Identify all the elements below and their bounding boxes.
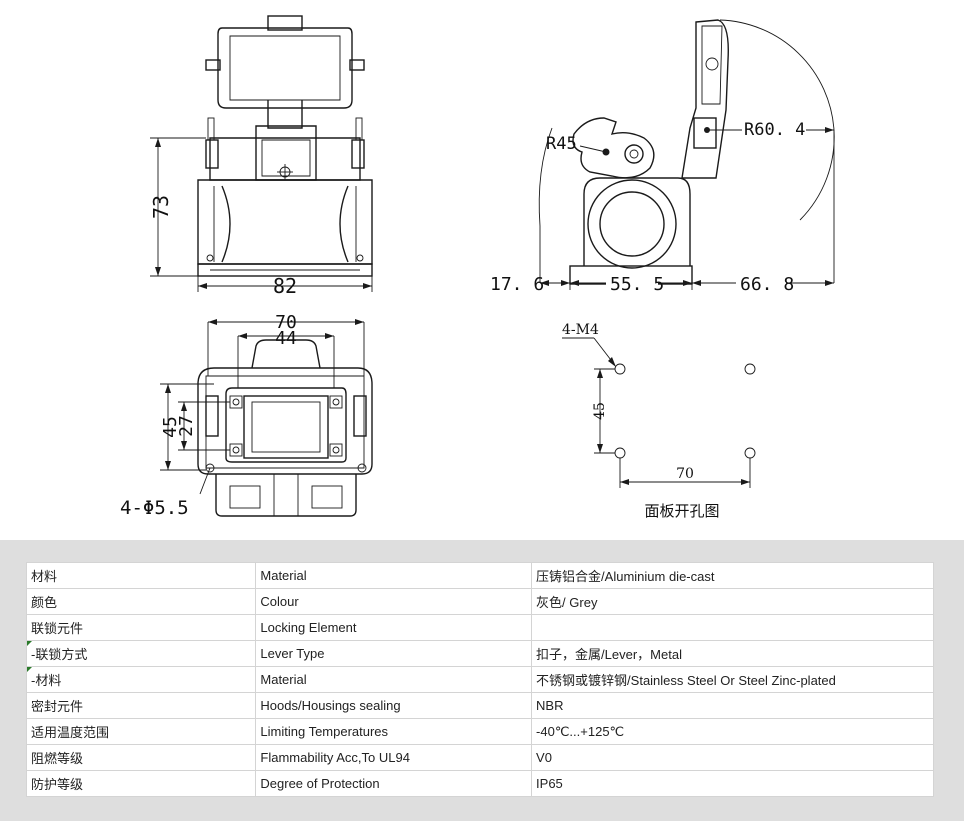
cutout-caption: 面板开孔图 bbox=[644, 502, 719, 520]
spec-cell-zh: 防护等级 bbox=[25, 770, 257, 797]
spec-cell-en: Colour bbox=[255, 588, 533, 615]
spec-cell-zh: 适用温度范围 bbox=[25, 718, 257, 745]
spec-cell-value: V0 bbox=[531, 744, 934, 771]
front-height-dim: 73 bbox=[149, 195, 173, 219]
spec-cell-value: IP65 bbox=[531, 770, 934, 797]
spec-cell-value: 扣子，金属/Lever，Metal bbox=[531, 640, 934, 667]
cutout-vertical-dim: 45 bbox=[592, 402, 608, 420]
spec-cell-value: 压铸铝合金/Aluminium die-cast bbox=[531, 562, 934, 589]
spec-cell-value bbox=[531, 614, 934, 641]
side-r45-label: R45 bbox=[546, 134, 577, 154]
side-view: R45 R60. 4 17. 6 55. 5 66. 8 bbox=[484, 19, 835, 295]
spec-cell-en: Lever Type bbox=[255, 640, 533, 667]
side-center-dim: 55. 5 bbox=[610, 274, 664, 295]
spec-cell-value: -40℃...+125℃ bbox=[531, 718, 934, 745]
spec-cell-en: Degree of Protection bbox=[255, 770, 533, 797]
spec-cell-value: NBR bbox=[531, 692, 934, 719]
spec-cell-en: Hoods/Housings sealing bbox=[255, 692, 533, 719]
spec-cell-zh: 联锁元件 bbox=[25, 614, 257, 641]
top-outer-width-dim: 70 bbox=[275, 312, 297, 333]
front-view: 73 82 bbox=[149, 15, 373, 298]
spec-cell-en: Locking Element bbox=[255, 614, 533, 641]
spec-cell-en: Material bbox=[255, 562, 533, 589]
spec-cell-zh: 密封元件 bbox=[25, 692, 257, 719]
technical-drawing: 73 82 R45 R60 bbox=[120, 15, 835, 520]
spec-cell-en: Flammability Acc,To UL94 bbox=[255, 744, 533, 771]
top-inner-height-dim: 27 bbox=[176, 415, 197, 437]
cutout-horizontal-dim: 70 bbox=[676, 466, 694, 482]
front-width-dim: 82 bbox=[273, 274, 297, 298]
cutout-thread-note: 4-M4 bbox=[562, 322, 599, 338]
top-outer-height-dim: 45 bbox=[160, 416, 181, 438]
top-view: 70 44 45 27 4-Φ5.5 bbox=[120, 312, 373, 519]
top-holes-note: 4-Φ5.5 bbox=[120, 497, 189, 519]
spec-cell-value: 不锈钢或镀锌钢/Stainless Steel Or Steel Zinc-pl… bbox=[531, 666, 934, 693]
side-r60-label: R60. 4 bbox=[744, 120, 805, 140]
side-right-dim: 66. 8 bbox=[740, 274, 794, 295]
spec-cell-zh: 阻燃等级 bbox=[25, 744, 257, 771]
panel-cutout-view: 4-M4 45 70 面板开孔图 bbox=[562, 322, 756, 520]
spec-cell-zh: 材料 bbox=[25, 562, 257, 589]
spec-cell-en: Material bbox=[255, 666, 533, 693]
spec-cell-zh: -材料 bbox=[25, 666, 257, 693]
top-inner-width-dim: 44 bbox=[275, 328, 297, 349]
spec-cell-en: Limiting Temperatures bbox=[255, 718, 533, 745]
side-left-dim: 17. 6 bbox=[490, 274, 544, 295]
spec-cell-value: 灰色/ Grey bbox=[531, 588, 934, 615]
spec-cell-zh: -联锁方式 bbox=[25, 640, 257, 667]
spec-cell-zh: 颜色 bbox=[25, 588, 257, 615]
